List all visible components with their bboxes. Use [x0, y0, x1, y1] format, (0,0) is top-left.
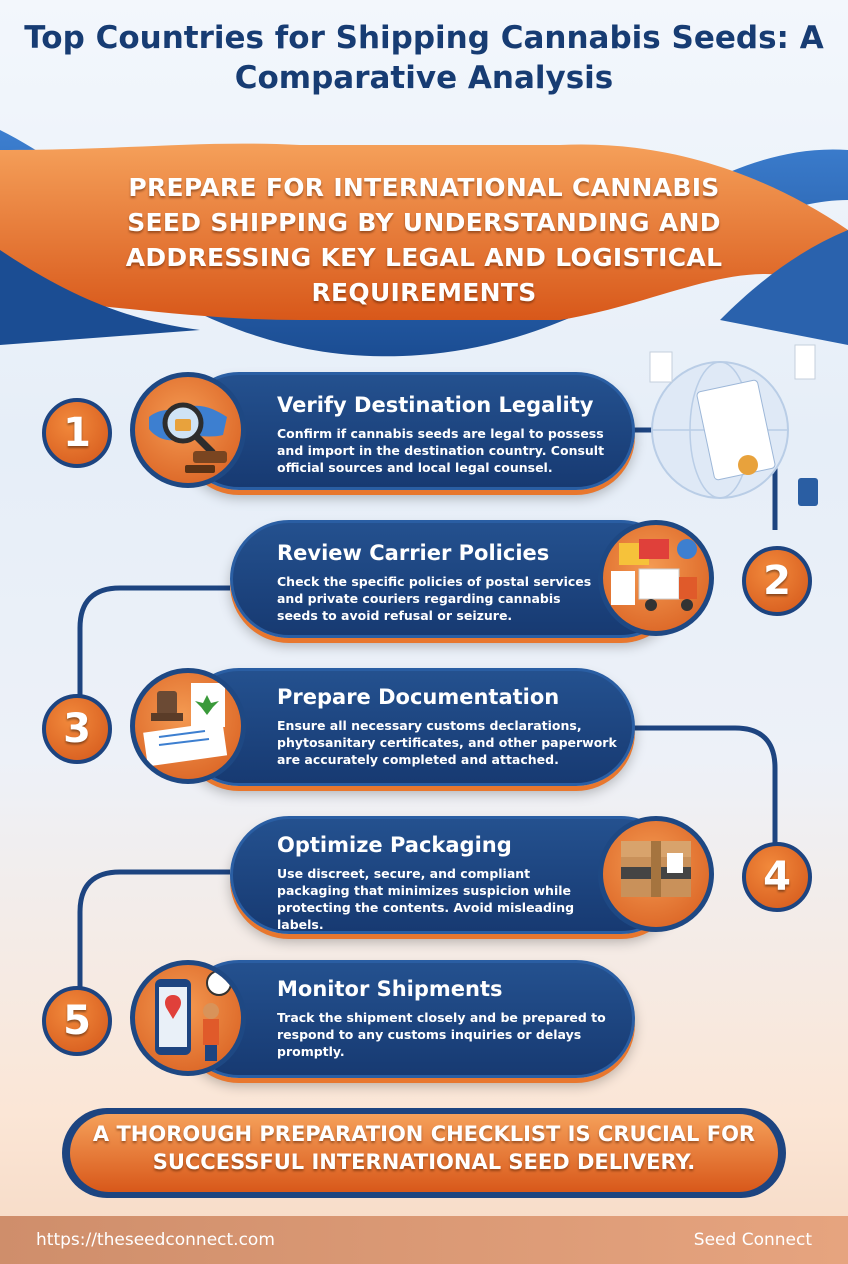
- step-text: Ensure all necessary customs declaration…: [277, 718, 617, 767]
- step-card-5: Monitor Shipments Track the shipment clo…: [180, 960, 635, 1078]
- step-number-badge: 2: [742, 546, 812, 616]
- step-number-badge: 5: [42, 986, 112, 1056]
- step-card-3: Prepare Documentation Ensure all necessa…: [180, 668, 635, 786]
- banner-heading: PREPARE FOR INTERNATIONAL CANNABIS SEED …: [125, 173, 723, 307]
- step-title: Verify Destination Legality: [277, 393, 594, 417]
- globe-icon: [649, 344, 818, 506]
- step-card-1: Verify Destination Legality Confirm if c…: [180, 372, 635, 490]
- step-number-badge: 3: [42, 694, 112, 764]
- package-box-icon: [598, 816, 714, 932]
- step-text: Track the shipment closely and be prepar…: [277, 1010, 606, 1059]
- legal-gavel-icon: [130, 372, 246, 488]
- conclusion-banner: A THOROUGH PREPARATION CHECKLIST IS CRUC…: [92, 1122, 756, 1174]
- phone-tracking-icon: [130, 960, 246, 1076]
- footer-bar: [0, 1216, 848, 1264]
- step-title: Review Carrier Policies: [277, 541, 550, 565]
- step-number-badge: 4: [742, 842, 812, 912]
- footer-url-link[interactable]: https://theseedconnect.com: [36, 1230, 275, 1250]
- step-text: Check the specific policies of postal se…: [277, 574, 592, 623]
- step-number-badge: 1: [42, 398, 112, 468]
- footer-brand: Seed Connect: [693, 1230, 812, 1250]
- step-title: Monitor Shipments: [277, 977, 503, 1001]
- delivery-truck-icon: [598, 520, 714, 636]
- step-text: Use discreet, secure, and compliant pack…: [277, 866, 575, 932]
- step-card-2: Review Carrier Policies Check the specif…: [230, 520, 680, 638]
- step-title: Optimize Packaging: [277, 833, 512, 857]
- step-text: Confirm if cannabis seeds are legal to p…: [277, 426, 605, 475]
- page-title: Top Countries for Shipping Cannabis Seed…: [24, 20, 824, 96]
- step-title: Prepare Documentation: [277, 685, 560, 709]
- documents-stamp-icon: [130, 668, 246, 784]
